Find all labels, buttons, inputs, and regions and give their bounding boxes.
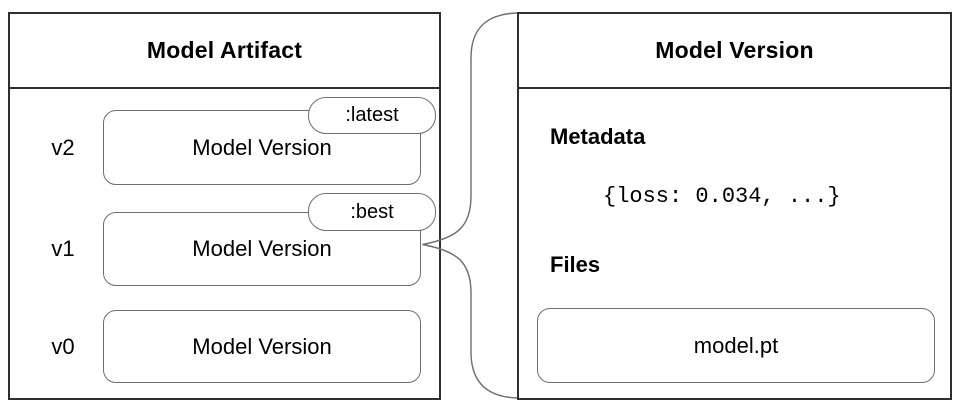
model-version-box-v0: Model Version: [103, 310, 421, 383]
files-heading: Files: [550, 252, 601, 277]
version-label-v1: v1: [51, 236, 75, 261]
model-artifact-title: Model Artifact: [10, 14, 439, 89]
alias-tag-latest: :latest: [308, 97, 436, 134]
alias-tag-best: :best: [308, 193, 436, 231]
model-version-title: Model Version: [519, 14, 950, 89]
model-artifact-panel: Model Artifact v2 Model Version :latest …: [8, 12, 441, 400]
version-label-v2: v2: [51, 134, 75, 160]
metadata-heading: Metadata: [550, 124, 646, 149]
model-version-panel: Model Version Metadata {loss: 0.034, ...…: [517, 12, 952, 400]
file-box-model-pt: model.pt: [537, 308, 935, 383]
metadata-value: {loss: 0.034, ...}: [603, 184, 841, 209]
version-label-v0: v0: [51, 333, 75, 359]
